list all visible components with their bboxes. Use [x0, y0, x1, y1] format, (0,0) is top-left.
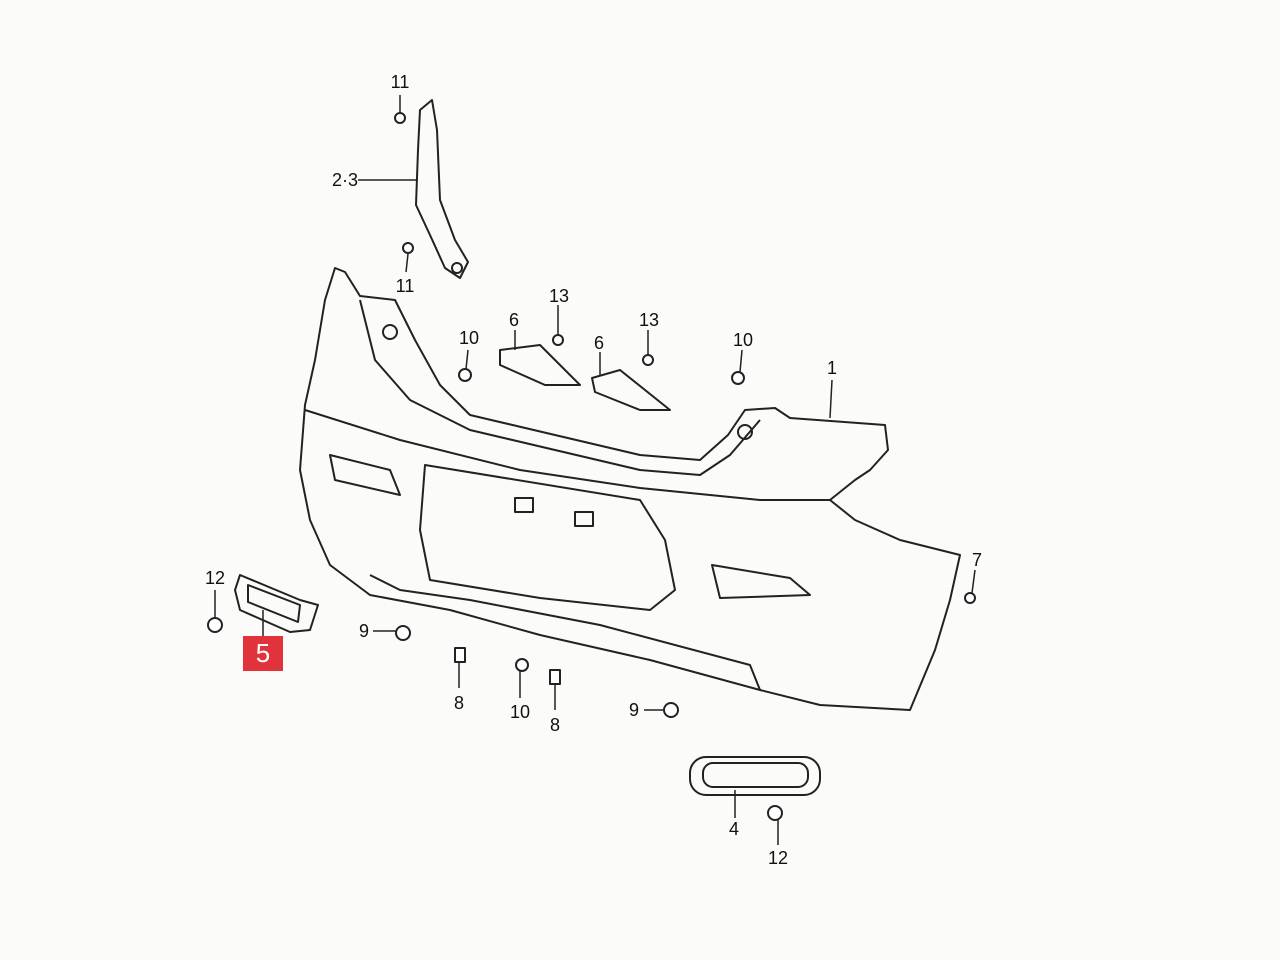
retainer-left: [499, 344, 581, 386]
callout-10: 10: [509, 702, 531, 722]
callout-9: 9: [628, 700, 640, 720]
callout-8: 8: [453, 693, 465, 713]
callout-4: 4: [728, 819, 740, 839]
callout-12: 12: [204, 568, 226, 588]
callout-9: 9: [358, 621, 370, 641]
callout-13: 13: [548, 286, 570, 306]
callout-6: 6: [508, 310, 520, 330]
bumper-cover: [299, 267, 961, 711]
callout-5-highlighted[interactable]: 5: [243, 636, 283, 671]
reflector-right: [689, 756, 821, 796]
callout-1: 1: [826, 358, 838, 378]
callout-11: 11: [395, 276, 415, 296]
callout-12: 12: [767, 848, 789, 868]
callout-7: 7: [971, 550, 983, 570]
callout-2-3: 2·3: [331, 170, 359, 190]
callout-6: 6: [593, 333, 605, 353]
reflector-left: [234, 574, 319, 633]
callout-11: 11: [390, 72, 410, 92]
plate-recess: [419, 464, 676, 611]
retainer-right: [591, 369, 671, 411]
bumper-bracket: [415, 99, 469, 279]
callout-13: 13: [638, 310, 660, 330]
callout-8: 8: [549, 715, 561, 735]
callout-10: 10: [732, 330, 754, 350]
callout-10: 10: [458, 328, 480, 348]
